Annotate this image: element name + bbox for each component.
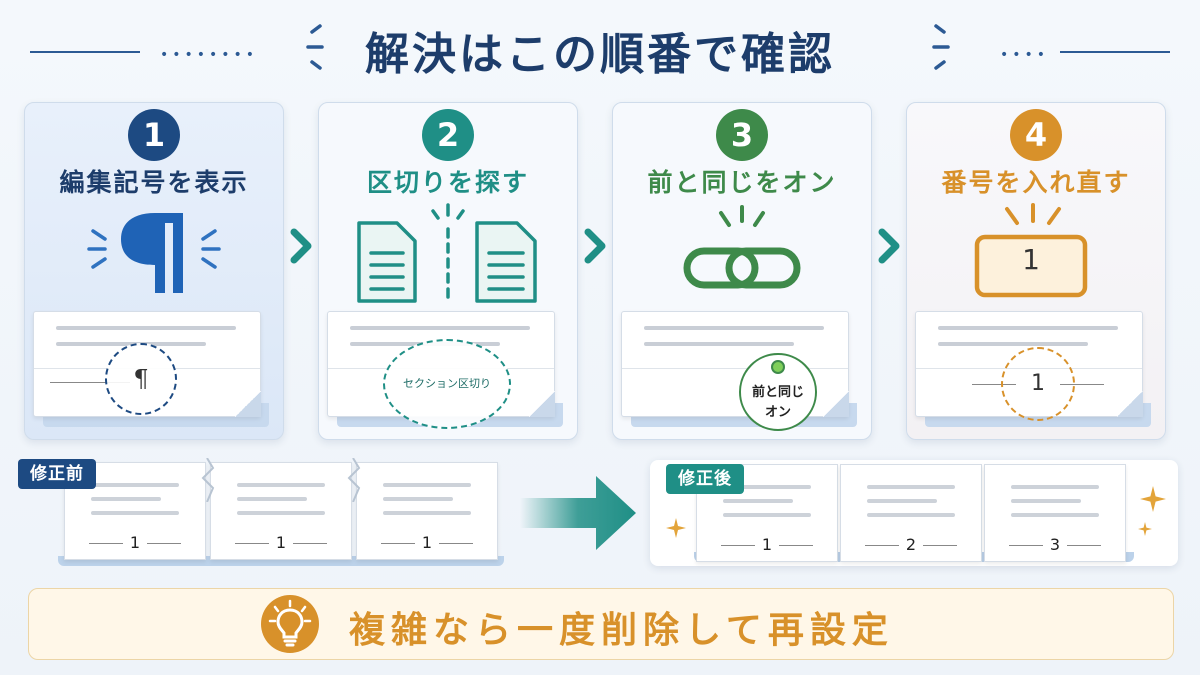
step-card-2: 2 区切りを探す セクション区切り [318,102,578,440]
page: 2 [840,464,982,562]
page-number-marker-circle: 1 [1001,347,1075,421]
page: 1 [356,462,498,560]
sparkle-left-icon [306,24,324,70]
page-number-box-icon [974,203,1088,298]
page-title: 解決はこの順番で確認 [365,29,835,80]
sparkle-icon [666,518,686,538]
title-decoration-right-line [1060,51,1170,53]
title-decoration-left-dots: •••••••• [160,47,259,63]
page-number-box-value: 1 [1022,243,1040,276]
document-split-icon [357,203,537,305]
pilcrow-icon [87,213,221,293]
before-pages: 1 1 1 [64,458,504,562]
lightbulb-icon [261,595,319,653]
tip-text: 複雑なら一度削除して再設定 [349,610,894,651]
step-title: 区切りを探す [366,168,529,197]
toggle-label-line2: オン [764,405,791,420]
title-decoration-right-dots: •••• [1000,47,1050,63]
step-number-badge: 4 [1010,109,1062,161]
broken-page-icon [347,458,361,502]
before-book-base [58,556,504,566]
step-title: 前と同じをオン [647,168,837,197]
page-number: 1 [129,533,141,552]
step-number-badge: 3 [716,109,768,161]
step-number-badge: 2 [422,109,474,161]
sparkle-right-icon [932,24,950,70]
chevron-right-icon [878,228,900,264]
transition-arrow-icon [520,476,636,550]
toggle-label-line1: 前と同じ [751,385,804,400]
sparkle-icon [1138,522,1152,536]
broken-page-icon [201,458,215,502]
step-card-3: 3 前と同じをオン 前と同じ オン [612,102,872,440]
same-as-previous-toggle[interactable]: 前と同じ オン [739,353,817,431]
page-number: 1 [761,535,773,554]
tip-banner: 複雑なら一度削除して再設定 [28,588,1174,660]
page-number: 3 [1049,535,1061,554]
page-number: 2 [905,535,917,554]
section-break-marker-circle: セクション区切り [383,339,511,429]
after-panel: 1 2 3 [650,460,1178,566]
sparkle-icon [1140,486,1166,512]
chevron-right-icon [584,228,606,264]
step-title: 番号を入れ直す [941,168,1131,197]
pilcrow-marker-circle: ¶ [105,343,177,415]
chevron-right-icon [290,228,312,264]
page-number: 1 [421,533,433,552]
step-card-1: 1 編集記号を表示 ¶ [24,102,284,440]
after-label: 修正後 [666,464,744,494]
page: 1 [210,462,352,560]
before-label: 修正前 [18,459,96,489]
link-icon [683,205,801,289]
page-number: 1 [275,533,287,552]
step-title: 編集記号を表示 [59,168,249,197]
toggle-on-indicator [771,360,785,374]
section-break-label: セクション区切り [403,377,491,390]
page: 3 [984,464,1126,562]
title-decoration-left-line [30,51,140,53]
step-card-4: 4 番号を入れ直す 1 1 [906,102,1166,440]
step-number-badge: 1 [128,109,180,161]
